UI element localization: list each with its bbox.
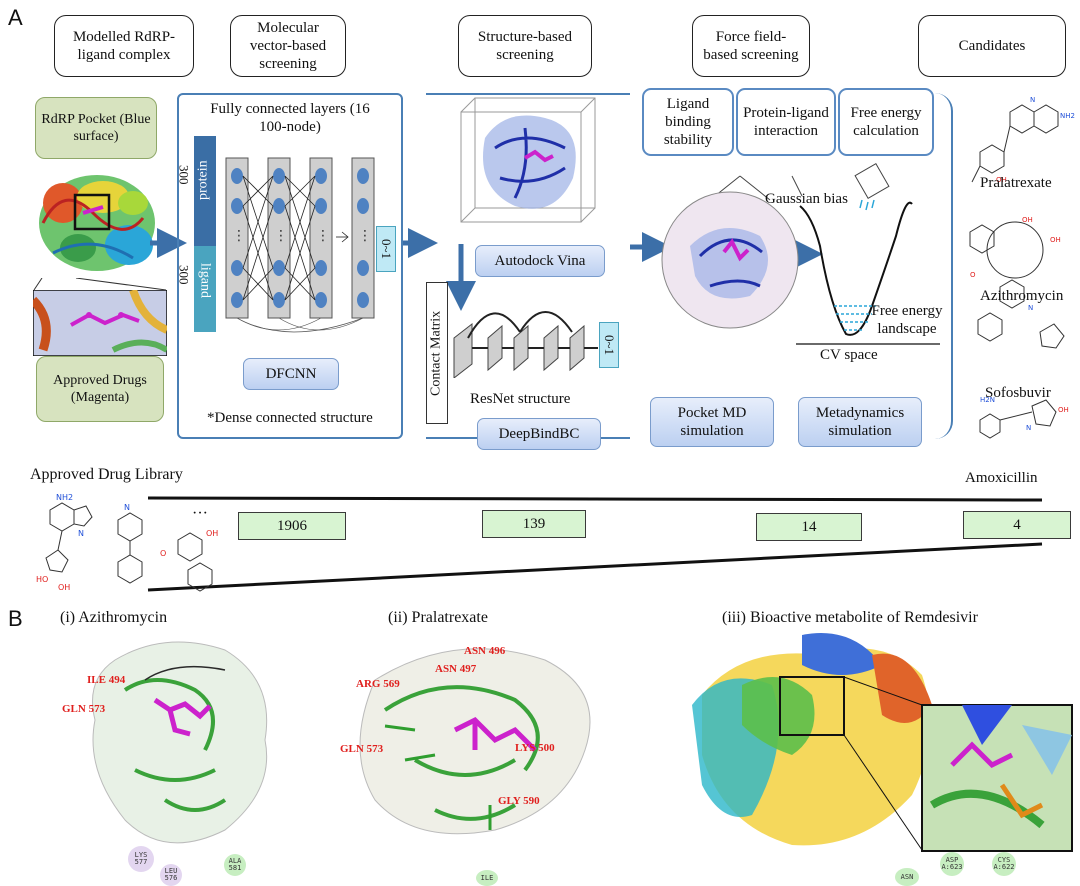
svg-text:N: N [1026,424,1031,432]
count-library: 1906 [238,512,346,540]
protein-vector-label: protein [195,160,211,200]
remdesivir-complex-image [692,633,1073,852]
stage-structure-screening: Structure-based screening [458,15,592,77]
rdrp-pocket-label: RdRP Pocket (Blue surface) [35,97,157,159]
svg-text:HO: HO [36,575,48,584]
free-energy-box: Free energy calculation [838,88,934,156]
protein-dim-label: 300 [176,165,192,185]
svg-text:N: N [78,529,84,538]
panel-a-letter: A [8,5,23,30]
library-ellipsis: ··· [192,505,208,522]
count-candidates: 4 [963,511,1071,539]
residue-i-gln573: GLN 573 [62,703,106,715]
panel-b-title-i: (i) Azithromycin [60,609,168,626]
deepbindbc-button[interactable]: DeepBindBC [477,418,601,450]
candidate-azithromycin: Azithromycin [980,288,1064,304]
bubble-lys577: LYS 577 [128,846,154,872]
library-title: Approved Drug Library [30,466,183,483]
rdrp-protein-image [39,175,155,271]
residue-ii-lys500: LYS 500 [515,742,555,754]
bubble-leu576: LEU 576 [160,864,182,886]
funnel-lines [147,496,1043,592]
docking-box-image [460,97,596,223]
svg-text:⋮: ⋮ [358,228,372,244]
bubble-cys622: CYS A:622 [992,852,1016,876]
panel-b-title-ii: (ii) Pralatrexate [388,609,488,626]
panel-b-title-iii: (iii) Bioactive metabolite of Remdesivir [722,609,978,626]
autodock-vina-button[interactable]: Autodock Vina [475,245,605,277]
stage-modelled-complex: Modelled RdRP-ligand complex [54,15,194,77]
residue-ii-gly590: GLY 590 [498,795,540,807]
flow-arrows [150,228,823,311]
residue-ii-arg569: ARG 569 [356,678,400,690]
pocket-md-button[interactable]: Pocket MD simulation [650,397,774,447]
svg-text:OH: OH [58,583,70,592]
approved-drugs-label: Approved Drugs (Magenta) [36,356,164,422]
svg-text:H2N: H2N [980,396,995,404]
contact-matrix-label: Contact Matrix [426,282,448,424]
svg-text:⋮: ⋮ [274,228,288,244]
svg-text:OH: OH [1050,236,1061,244]
dfcnn-output-score: 0~1 [376,226,396,272]
candidate-pralatrexate: Pralatrexate [980,175,1052,191]
svg-text:OH: OH [1058,406,1069,414]
resnet-output-score: 0~1 [599,322,619,368]
bubble-ile: ILE [476,870,498,886]
svg-text:O: O [970,271,976,279]
azithromycin-complex-image [92,641,268,844]
residue-ii-gln573: GLN 573 [340,743,384,755]
residue-i-ile494: ILE 494 [87,674,126,686]
gaussian-bias-label: Gaussian bias [765,191,848,207]
dfcnn-button[interactable]: DFCNN [243,358,339,390]
metadynamics-diagram [661,163,940,345]
dense-note: *Dense connected structure [207,410,373,426]
resnet-label: ResNet structure [470,391,571,407]
svg-text:N: N [1030,96,1035,104]
protein-ligand-box: Protein-ligand interaction [736,88,836,156]
candidate-amoxicillin: Amoxicillin [965,470,1038,486]
landscape-label: Free energy landscape [871,303,943,337]
pocket-lines [33,278,167,291]
dfcnn-section [177,93,403,439]
svg-text:⋮: ⋮ [232,228,246,244]
resnet-diagram [453,311,598,378]
forcefield-section [637,93,953,439]
svg-text:N: N [1028,304,1033,312]
svg-text:NH2: NH2 [56,493,73,502]
count-structure: 139 [482,510,586,538]
stage-candidates: Candidates [918,15,1066,77]
stage-forcefield-screening: Force field-based screening [692,15,810,77]
dfcnn-title: Fully connected layers (16 100-node) [210,101,370,135]
bubble-asp623: ASP A:623 [940,852,964,876]
svg-text:OH: OH [1022,216,1033,224]
count-forcefield: 14 [756,513,862,541]
svg-text:OH: OH [996,176,1007,184]
stage-vector-screening: Molecular vector-based screening [230,15,346,77]
dfcnn-network-diagram: ⋮ ⋮ ⋮ ⋮ [194,136,375,333]
svg-text:NH2: NH2 [1060,112,1075,120]
ligand-stability-box: Ligand binding stability [642,88,734,156]
bubble-ala581: ALA 581 [224,854,246,876]
pralatrexate-complex-image [359,648,591,835]
svg-text:N: N [124,503,130,512]
svg-text:O: O [160,549,166,558]
cv-space-label: CV space [820,347,878,363]
ligand-vector-label: ligand [197,262,213,298]
metadynamics-button[interactable]: Metadynamics simulation [798,397,922,447]
residue-ii-asn496: ASN 496 [464,645,506,657]
residue-ii-asn497: ASN 497 [435,663,477,675]
svg-text:OH: OH [206,529,218,538]
bubble-asn: ASN [895,868,919,886]
panel-b-letter: B [8,606,23,631]
candidate-sofosbuvir: Sofosbuvir [985,385,1051,401]
svg-text:⋮: ⋮ [316,228,330,244]
pocket-zoom-image [33,290,167,356]
ligand-dim-label: 300 [176,265,192,285]
